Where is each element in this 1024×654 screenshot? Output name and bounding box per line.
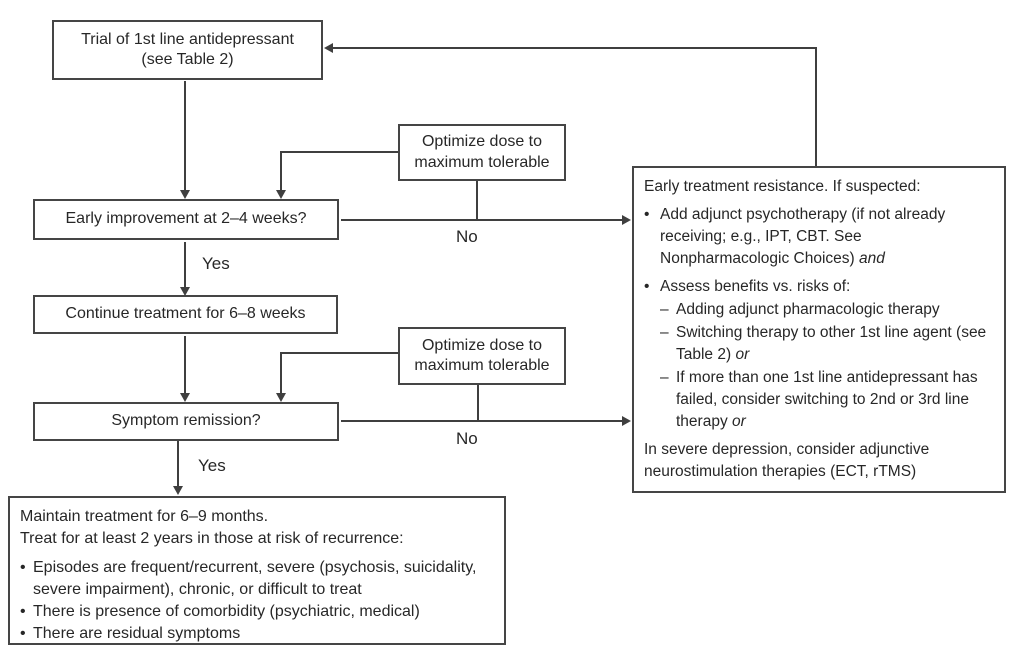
dash-marker: – — [660, 324, 669, 341]
connector-resistance-loop-h — [332, 47, 817, 49]
node-text-line: Early improvement at 2–4 weeks? — [65, 210, 307, 228]
bullet-marker: • — [20, 624, 26, 642]
resistance-sub-3: – If more than one 1st line antidepressa… — [660, 367, 994, 433]
label-yes-2: Yes — [198, 456, 226, 475]
bullet-marker: • — [644, 278, 650, 295]
label-yes-1: Yes — [202, 254, 230, 273]
connector-early-no — [341, 219, 622, 221]
arrowhead-right-icon — [622, 215, 631, 225]
node-text-line: Continue treatment for 6–8 weeks — [65, 305, 306, 323]
connector-optimize2-drop — [477, 385, 479, 422]
resistance-sub-1: – Adding adjunct pharmacologic therapy — [660, 299, 994, 321]
maintain-bullet: • Episodes are frequent/recurrent, sever… — [20, 557, 494, 601]
node-optimize-dose-1: Optimize dose to maximum tolerable — [398, 124, 566, 181]
node-early-improvement: Early improvement at 2–4 weeks? — [33, 199, 339, 240]
node-text-line: maximum tolerable — [414, 357, 550, 374]
resistance-title: Early treatment resistance. If suspected… — [644, 178, 921, 195]
arrowhead-down-icon — [276, 393, 286, 402]
resistance-sub-2: – Switching therapy to other 1st line ag… — [660, 322, 994, 366]
node-text-line: Symptom remission? — [111, 412, 261, 430]
connector-continue-to-remission — [184, 336, 186, 396]
label-no-1: No — [456, 227, 478, 246]
node-symptom-remission: Symptom remission? — [33, 402, 339, 441]
node-text-line: maximum tolerable — [414, 153, 550, 171]
dash-marker: – — [660, 301, 669, 318]
arrowhead-down-icon — [276, 190, 286, 199]
bullet-marker: • — [644, 206, 650, 223]
bullet-marker: • — [20, 558, 26, 576]
maintain-bullet: • There is presence of comorbidity (psyc… — [20, 601, 494, 623]
maintain-bullet: • There are residual symptoms — [20, 623, 494, 645]
connector-optimize2-feedback-v — [280, 352, 282, 396]
arrowhead-right-icon — [622, 416, 631, 426]
connector-resistance-loop-v — [815, 48, 817, 166]
connector-remission-no — [341, 420, 622, 422]
connector-trial-to-early — [184, 81, 186, 193]
panel-maintain-treatment: Maintain treatment for 6–9 months. Treat… — [8, 496, 506, 645]
connector-early-yes — [184, 242, 186, 290]
maintain-bullet-list: • Episodes are frequent/recurrent, sever… — [20, 557, 494, 645]
dash-marker: – — [660, 369, 669, 386]
connector-remission-yes — [177, 441, 179, 489]
node-continue-treatment: Continue treatment for 6–8 weeks — [33, 295, 338, 334]
node-text-line: Optimize dose to — [421, 336, 543, 354]
node-text-line: Optimize dose to — [421, 133, 543, 151]
connector-optimize1-feedback-v — [280, 151, 282, 193]
arrowhead-down-icon — [180, 190, 190, 199]
resistance-bullet-2: • Assess benefits vs. risks of: — [644, 276, 994, 298]
connector-optimize1-drop — [476, 181, 478, 221]
connector-optimize1-feedback-h — [281, 151, 398, 153]
resistance-bullet-1: • Add adjunct psychotherapy (if not alre… — [644, 204, 994, 270]
arrowhead-down-icon — [180, 287, 190, 296]
bullet-marker: • — [20, 602, 26, 620]
node-text-line: (see Table 2) — [141, 51, 234, 68]
arrowhead-down-icon — [180, 393, 190, 402]
maintain-line-1: Maintain treatment for 6–9 months. — [20, 508, 269, 525]
node-optimize-dose-2: Optimize dose to maximum tolerable — [398, 327, 566, 385]
connector-optimize2-feedback-h — [281, 352, 398, 354]
arrowhead-down-icon — [173, 486, 183, 495]
arrowhead-left-icon — [324, 43, 333, 53]
maintain-line-2: Treat for at least 2 years in those at r… — [20, 529, 404, 547]
resistance-footer: In severe depression, consider adjunctiv… — [644, 441, 930, 480]
panel-early-treatment-resistance: Early treatment resistance. If suspected… — [632, 166, 1006, 493]
node-text-line: Trial of 1st line antidepressant — [81, 30, 294, 48]
label-no-2: No — [456, 429, 478, 448]
node-trial-1st-line-antidepressant: Trial of 1st line antidepressant (see Ta… — [52, 20, 323, 80]
